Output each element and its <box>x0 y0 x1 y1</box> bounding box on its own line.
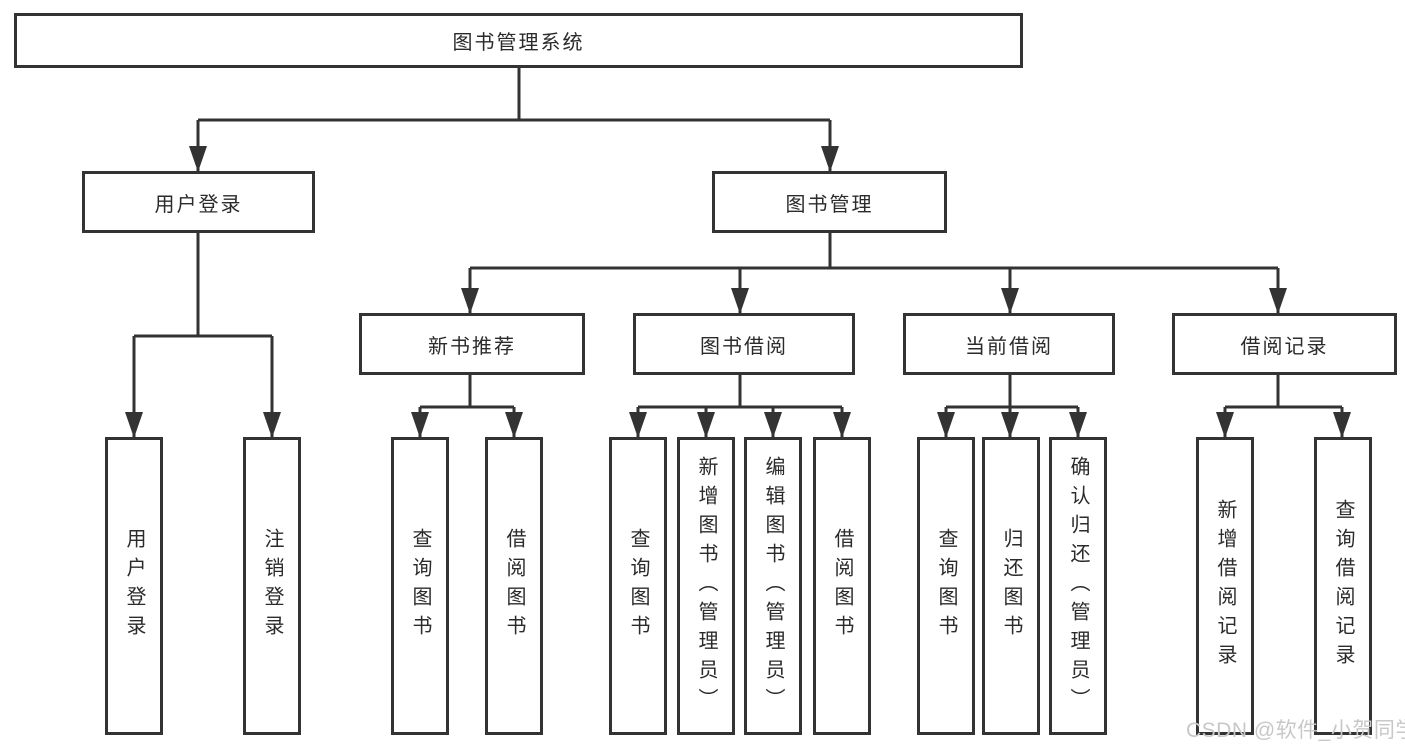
leaf-user-login-label: 用户登录 <box>123 528 145 644</box>
node-library-system: 图书管理系统 <box>14 13 1023 68</box>
node-new-book-recommend-label: 新书推荐 <box>428 335 516 358</box>
leaf-current-return-books: 归还图书 <box>982 437 1040 735</box>
leaf-records-query-record: 查询借阅记录 <box>1314 437 1372 735</box>
leaf-recommend-query-books-label: 查询图书 <box>409 528 431 644</box>
leaf-borrowing-borrow-books: 借阅图书 <box>813 437 871 735</box>
node-current-borrowing-label: 当前借阅 <box>965 335 1053 358</box>
leaf-recommend-query-books: 查询图书 <box>391 437 449 735</box>
leaf-borrowing-query-books-label: 查询图书 <box>627 528 649 644</box>
leaf-borrowing-add-books-admin: 新增图书（管理员） <box>677 437 735 735</box>
node-user-login-label: 用户登录 <box>154 193 243 216</box>
leaf-borrowing-edit-books-admin-label: 编辑图书（管理员） <box>762 455 784 717</box>
leaf-logout: 注销登录 <box>243 437 301 735</box>
leaf-current-confirm-return-admin-label: 确认归还（管理员） <box>1067 455 1089 717</box>
node-book-management-label: 图书管理 <box>785 193 874 216</box>
node-borrowing-records-label: 借阅记录 <box>1240 335 1329 358</box>
leaf-records-query-record-label: 查询借阅记录 <box>1332 499 1354 673</box>
leaf-recommend-borrow-books: 借阅图书 <box>485 437 543 735</box>
node-library-system-label: 图书管理系统 <box>452 32 585 54</box>
leaf-borrowing-query-books: 查询图书 <box>609 437 667 735</box>
leaf-current-query-books-label: 查询图书 <box>935 528 957 644</box>
leaf-borrowing-borrow-books-label: 借阅图书 <box>831 528 853 644</box>
leaf-user-login: 用户登录 <box>105 437 163 735</box>
leaf-records-add-record-label: 新增借阅记录 <box>1214 499 1236 673</box>
node-book-borrowing-label: 图书借阅 <box>700 335 788 358</box>
node-borrowing-records: 借阅记录 <box>1172 313 1397 375</box>
leaf-current-return-books-label: 归还图书 <box>1000 528 1022 644</box>
leaf-current-confirm-return-admin: 确认归还（管理员） <box>1049 437 1107 735</box>
node-current-borrowing: 当前借阅 <box>903 313 1115 375</box>
leaf-current-query-books: 查询图书 <box>917 437 975 735</box>
node-new-book-recommend: 新书推荐 <box>359 313 585 375</box>
node-user-login: 用户登录 <box>82 171 315 233</box>
node-book-management: 图书管理 <box>712 171 947 233</box>
node-book-borrowing: 图书借阅 <box>633 313 855 375</box>
leaf-borrowing-add-books-admin-label: 新增图书（管理员） <box>695 455 717 717</box>
leaf-borrowing-edit-books-admin: 编辑图书（管理员） <box>744 437 802 735</box>
leaf-records-add-record: 新增借阅记录 <box>1196 437 1254 735</box>
csdn-watermark: CSDN @软件_小贺同学 <box>1186 719 1405 742</box>
leaf-recommend-borrow-books-label: 借阅图书 <box>503 528 525 644</box>
leaf-logout-label: 注销登录 <box>261 528 283 644</box>
